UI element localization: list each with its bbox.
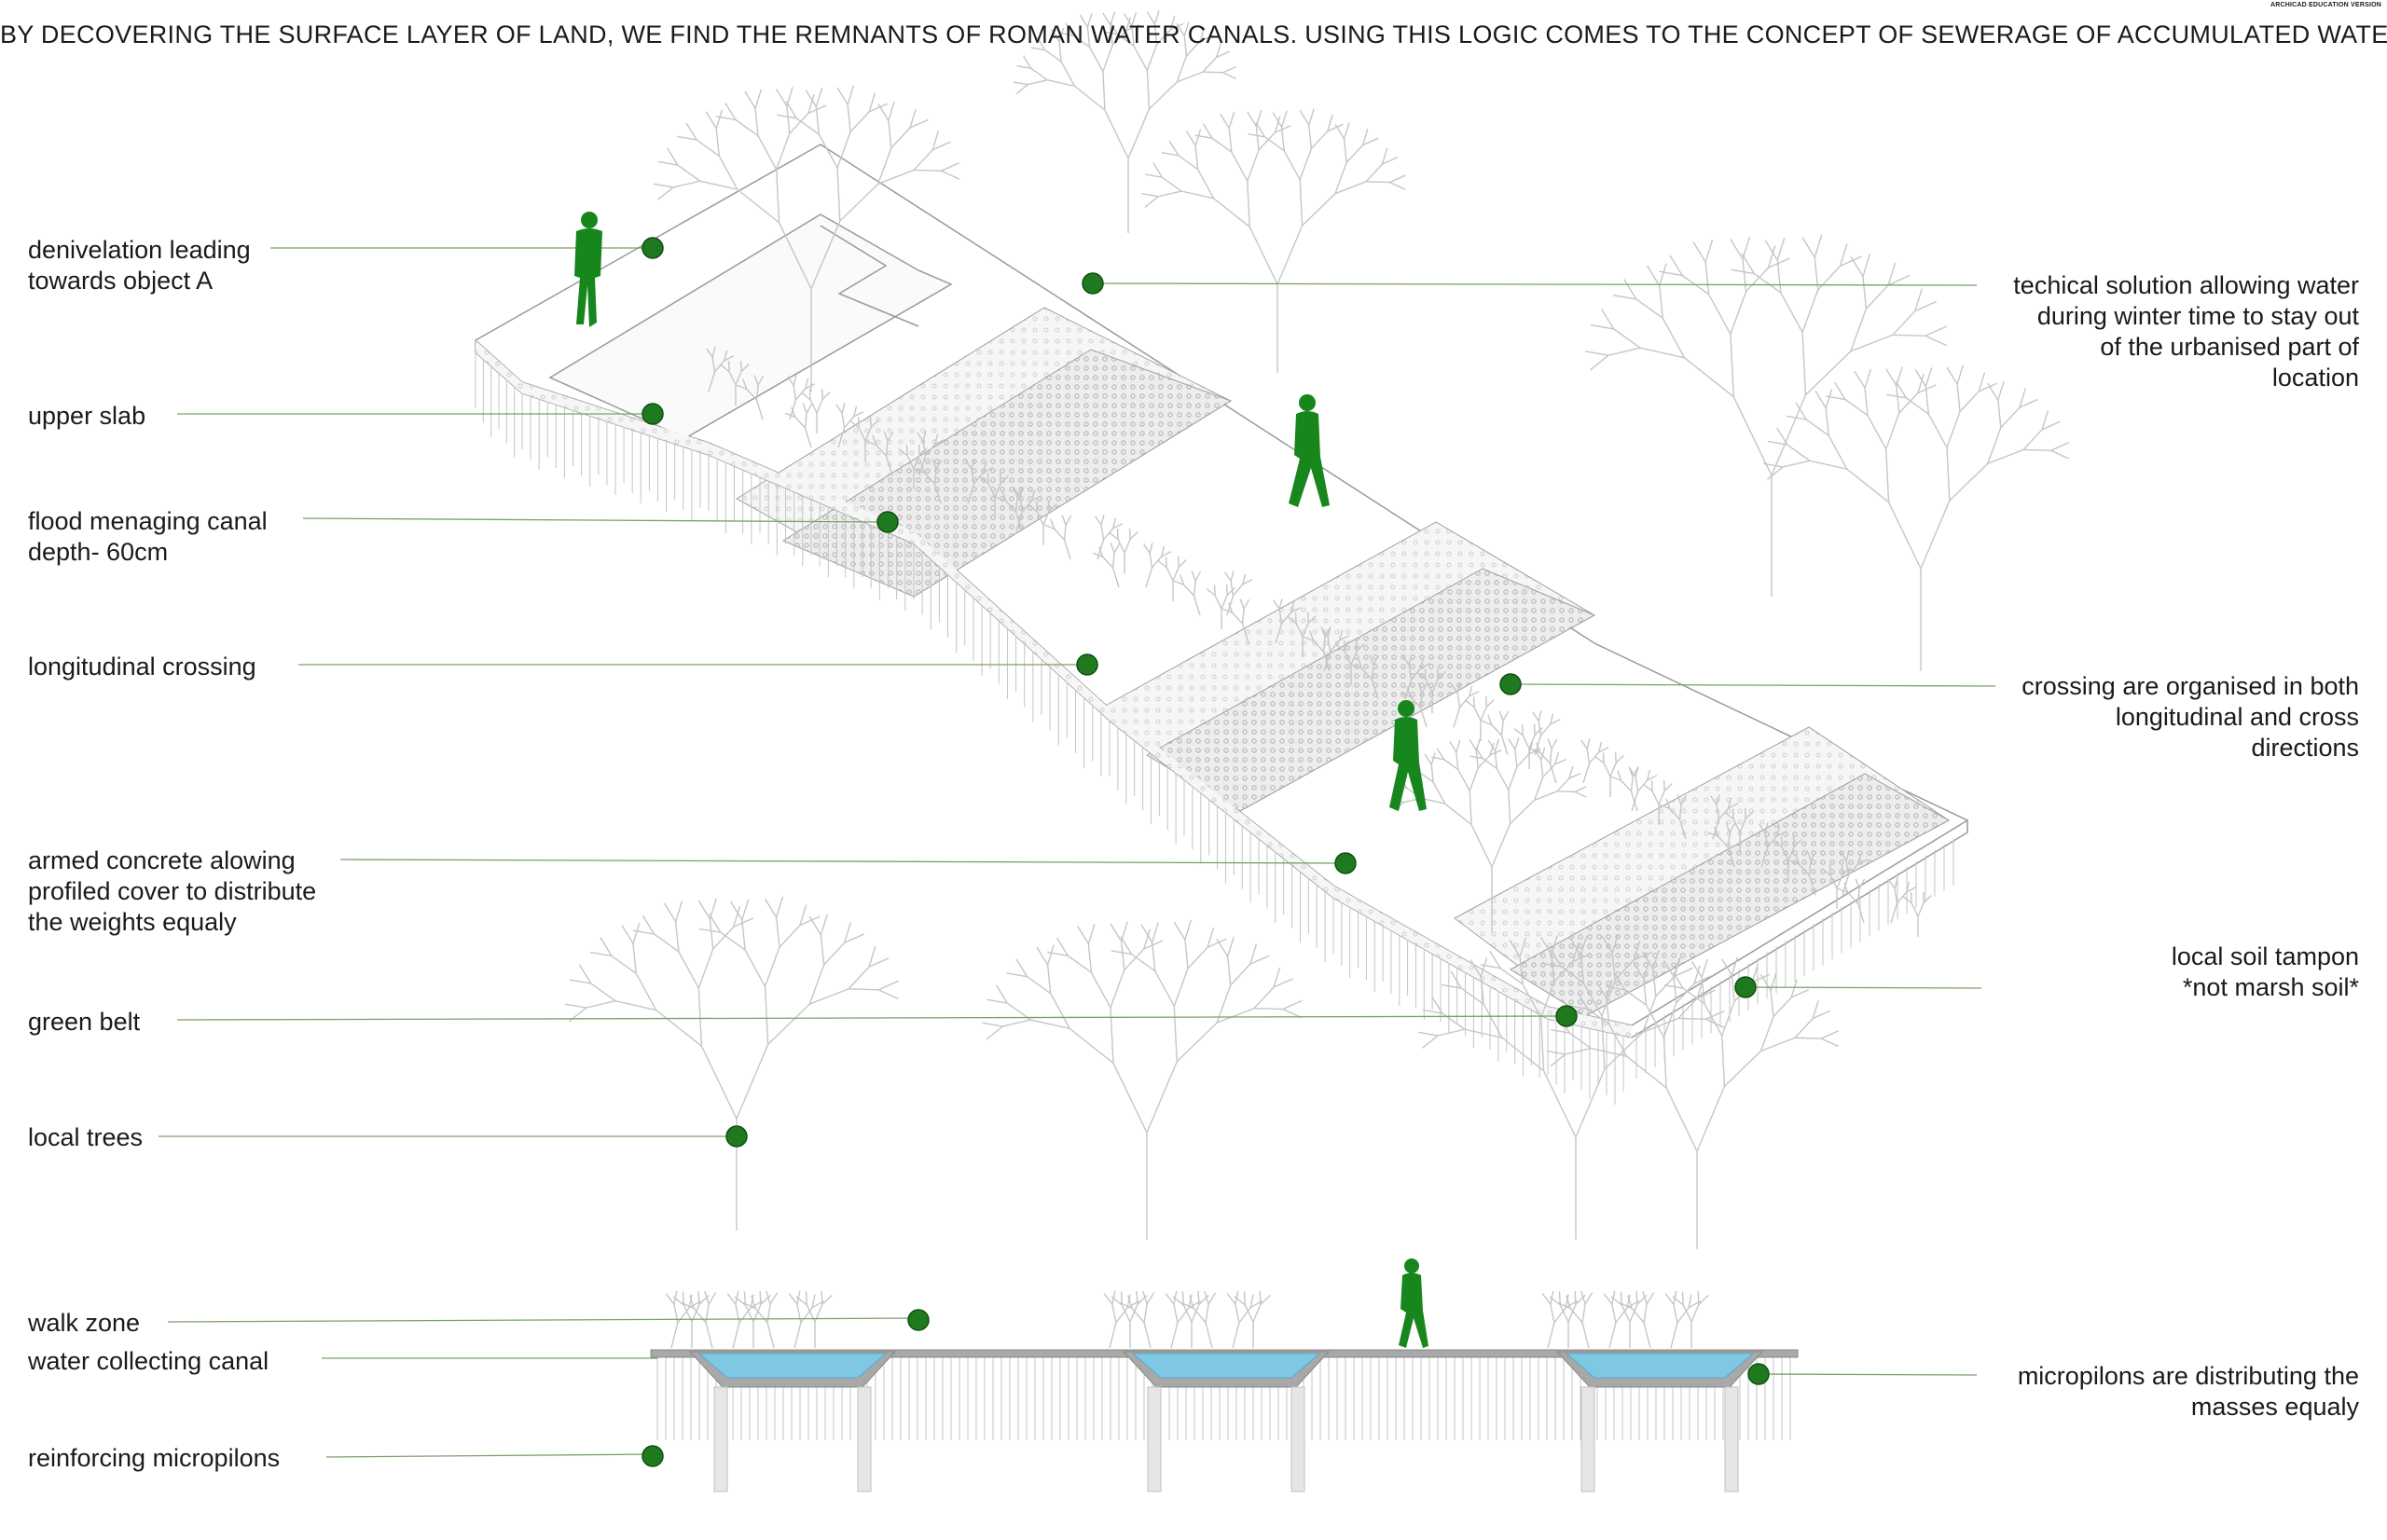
canal-section xyxy=(650,1349,1799,1492)
terrain-micropiles xyxy=(475,352,1954,1105)
person-figure xyxy=(1289,394,1330,507)
marker-flood-canal xyxy=(876,511,899,533)
leader-lines xyxy=(159,247,1996,1458)
marker-upper-slab xyxy=(642,403,664,425)
label-longitudinal: longitudinal crossing xyxy=(28,653,256,681)
marker-technical xyxy=(1082,272,1104,295)
markers xyxy=(642,237,1770,1467)
label-crossings: crossing are organised in both longitudi… xyxy=(2021,672,2359,762)
label-armed-concrete: armed concrete alowing profiled cover to… xyxy=(28,846,317,936)
marker-micropilons xyxy=(642,1445,664,1467)
label-green-belt: green belt xyxy=(28,1008,141,1036)
terrain-slab xyxy=(474,144,1969,1038)
marker-green-belt xyxy=(1555,1005,1578,1027)
marker-local-soil xyxy=(1734,976,1757,998)
marker-armed-concrete xyxy=(1334,852,1357,874)
person-figure xyxy=(1399,1258,1428,1348)
marker-denivelation xyxy=(642,237,664,259)
headline: BY DECOVERING THE SURFACE LAYER OF LAND,… xyxy=(0,21,2387,48)
marker-local-trees xyxy=(725,1125,748,1148)
label-upper-slab: upper slab xyxy=(28,402,146,430)
label-walk-zone: walk zone xyxy=(28,1309,141,1337)
marker-crossings xyxy=(1499,673,1522,695)
marker-longitudinal xyxy=(1076,653,1098,676)
trees xyxy=(564,10,2070,1349)
label-denivelation: denivelation leading towards object A xyxy=(28,236,251,295)
label-flood-canal: flood menaging canal depth- 60cm xyxy=(28,507,268,566)
label-technical-solution: techical solution allowing water during … xyxy=(2013,271,2359,392)
label-micropilons: reinforcing micropilons xyxy=(28,1444,281,1472)
human-figures xyxy=(574,212,1428,1348)
label-water-canal: water collecting canal xyxy=(28,1347,269,1375)
marker-walk-zone xyxy=(907,1309,930,1331)
marker-micropilons-distributing xyxy=(1747,1363,1770,1385)
label-local-trees: local trees xyxy=(28,1123,144,1151)
person-figure xyxy=(1389,700,1427,811)
label-micropilons-distributing: micropilons are distributing the masses … xyxy=(2017,1362,2359,1421)
person-figure xyxy=(574,212,602,327)
label-local-soil: local soil tampon *not marsh soil* xyxy=(2171,942,2359,1001)
watermark: ARCHICAD EDUCATION VERSION xyxy=(2270,2,2381,8)
